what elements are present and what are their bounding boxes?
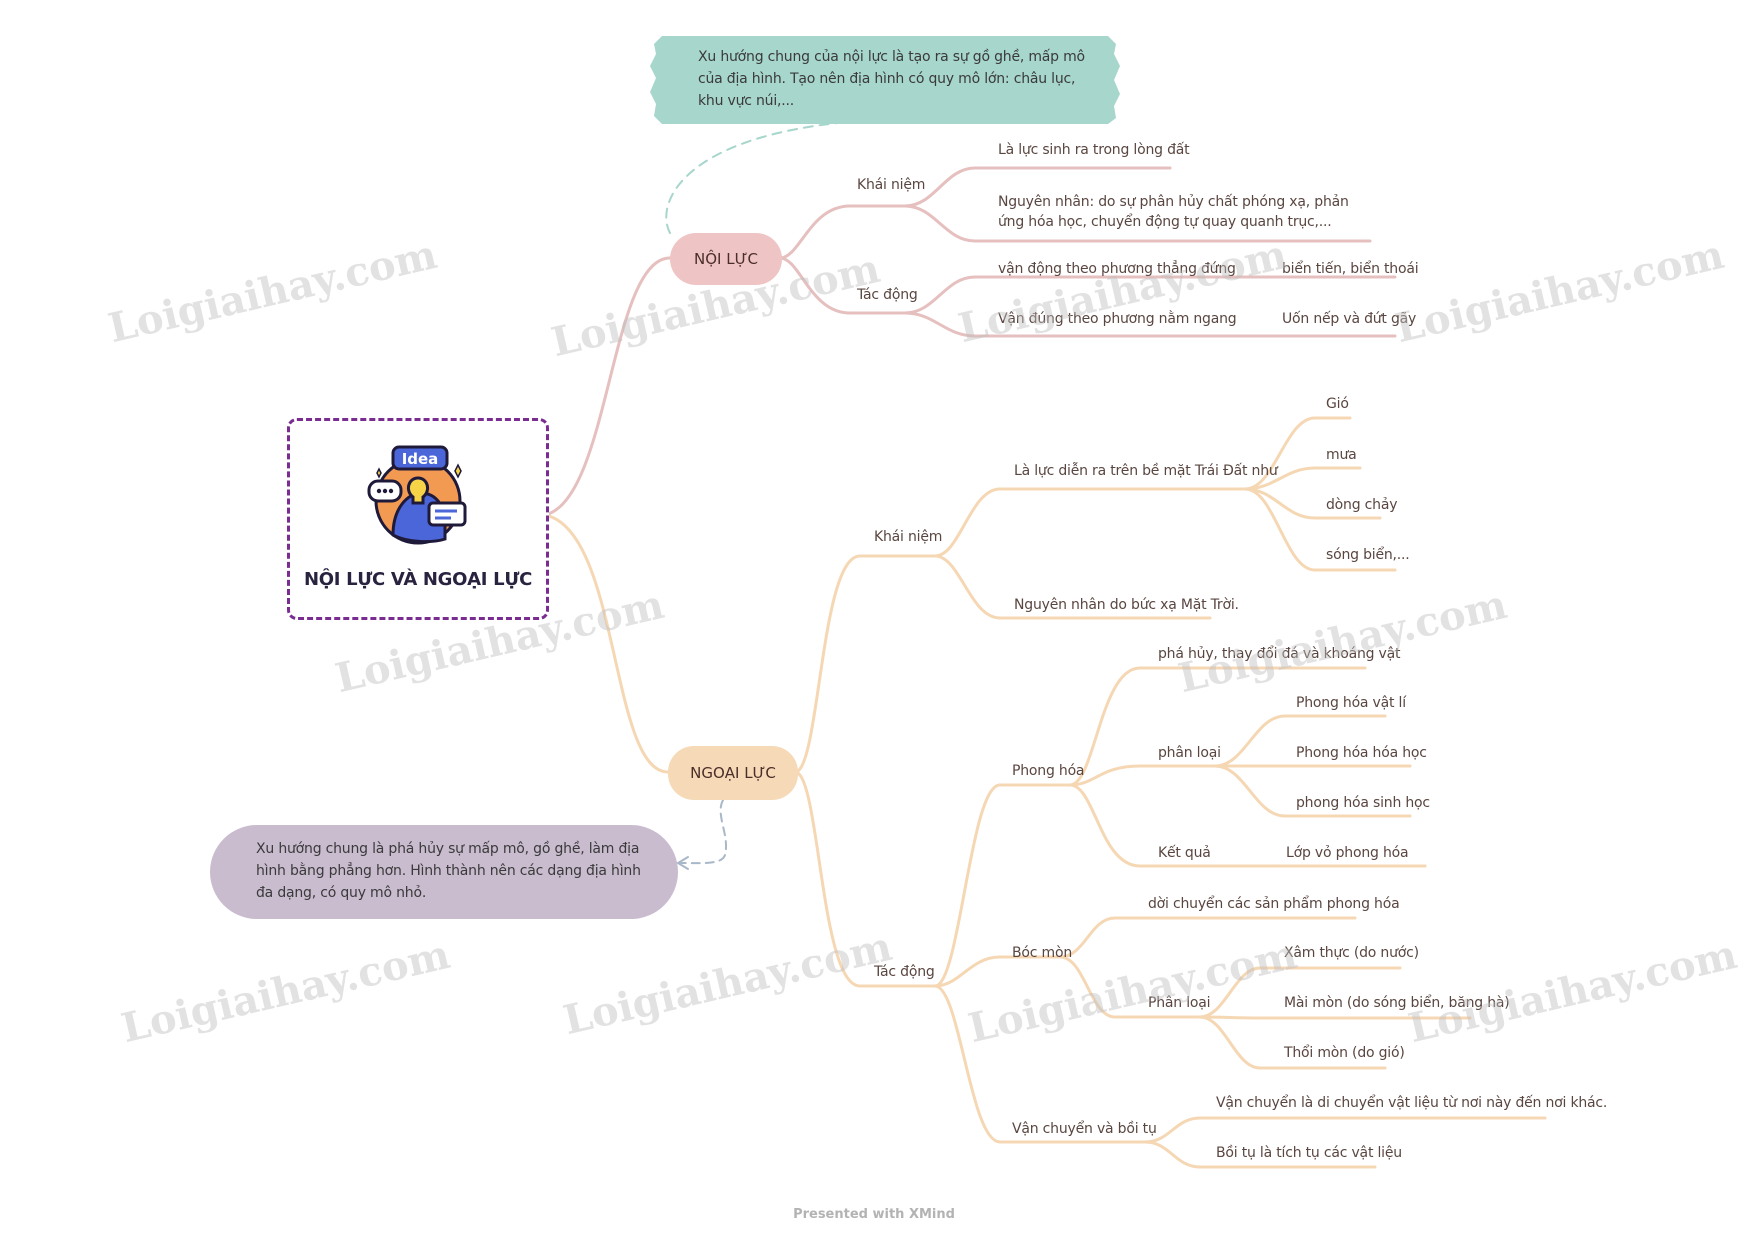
noi-luc-tac-dong-result-2: Uốn nếp và đứt gãy xyxy=(1282,311,1417,327)
ngoai-luc-tac-dong: Tác động xyxy=(874,964,935,980)
ngoai-luc-khai-niem: Khái niệm xyxy=(874,529,943,545)
noi-luc-khai-niem: Khái niệm xyxy=(857,177,926,193)
dien-ra-item-4: sóng biển,... xyxy=(1326,547,1410,563)
phong-hoa-ket-qua-value: Lớp vỏ phong hóa xyxy=(1286,845,1409,861)
noi-luc-tac-dong: Tác động xyxy=(857,287,918,303)
noi-luc-khai-niem-item-2: Nguyên nhân: do sự phân hủy chất phóng x… xyxy=(998,194,1349,230)
dien-ra-item-2: mưa xyxy=(1326,447,1357,463)
idea-icon-label: Idea xyxy=(402,450,439,468)
ngoai-luc-note-shape xyxy=(210,825,678,919)
ngoai-luc-label: NGOẠI LỰC xyxy=(690,764,776,782)
ngoai-luc-nguyen-nhan: Nguyên nhân do bức xạ Mặt Trời. xyxy=(1014,597,1239,613)
phong-hoa-desc: phá hủy, thay đổi đá và khoáng vật xyxy=(1158,646,1401,662)
van-chuyen: Vận chuyển và bồi tụ xyxy=(1012,1121,1157,1137)
noi-luc-tac-dong-item-1: vận động theo phương thẳng đứng xyxy=(998,261,1236,277)
ngoai-luc-node[interactable]: NGOẠI LỰC xyxy=(668,746,798,800)
noi-luc-node[interactable]: NỘI LỰC xyxy=(670,233,782,285)
phong-hoa-phan-loai-item-2: Phong hóa hóa học xyxy=(1296,745,1427,761)
noi-luc-note: Xu hướng chung của nội lực là tạo ra sự … xyxy=(698,49,1085,109)
phong-hoa-phan-loai: phân loại xyxy=(1158,745,1221,761)
phong-hoa-phan-loai-item-3: phong hóa sinh học xyxy=(1296,795,1430,811)
boc-mon-desc: dời chuyển các sản phẩm phong hóa xyxy=(1148,896,1400,912)
phong-hoa-ket-qua: Kết quả xyxy=(1158,845,1211,861)
root-title: NỘI LỰC VÀ NGOẠI LỰC xyxy=(304,569,532,590)
noi-luc-tac-dong-result-1: biển tiến, biển thoái xyxy=(1282,261,1419,277)
van-chuyen-item-1: Vận chuyển là di chuyển vật liệu từ nơi … xyxy=(1216,1095,1608,1111)
root-node: Idea NỘI LỰC VÀ NGOẠI LỰC xyxy=(287,418,549,620)
footer-xmind: Presented with XMind xyxy=(793,1207,955,1222)
dien-ra-item-1: Gió xyxy=(1326,396,1349,412)
noi-luc-note-shape xyxy=(650,36,1120,124)
boc-mon-phan-loai-item-3: Thổi mòn (do gió) xyxy=(1284,1045,1405,1061)
boc-mon-phan-loai: Phân loại xyxy=(1148,995,1211,1011)
idea-icon: Idea xyxy=(367,445,467,545)
noi-luc-connectors xyxy=(543,122,1397,517)
boc-mon: Bóc mòn xyxy=(1012,945,1072,961)
ngoai-luc-connectors xyxy=(543,416,1547,1169)
phong-hoa-phan-loai-item-1: Phong hóa vật lí xyxy=(1296,695,1406,711)
phong-hoa: Phong hóa xyxy=(1012,763,1085,779)
ngoai-luc-note: Xu hướng chung là phá hủy sự mấp mô, gồ … xyxy=(256,841,641,901)
van-chuyen-item-2: Bồi tụ là tích tụ các vật liệu xyxy=(1216,1145,1402,1161)
noi-luc-khai-niem-item-1: Là lực sinh ra trong lòng đất xyxy=(998,142,1190,158)
ngoai-luc-dien-ra: Là lực diễn ra trên bề mặt Trái Đất như xyxy=(1014,463,1278,479)
noi-luc-label: NỘI LỰC xyxy=(694,250,758,268)
boc-mon-phan-loai-item-1: Xâm thực (do nước) xyxy=(1284,945,1419,961)
boc-mon-phan-loai-item-2: Mài mòn (do sóng biển, băng hà) xyxy=(1284,995,1510,1011)
noi-luc-tac-dong-item-2: Vận đúng theo phương nằm ngang xyxy=(998,311,1237,327)
dien-ra-item-3: dòng chảy xyxy=(1326,497,1398,513)
